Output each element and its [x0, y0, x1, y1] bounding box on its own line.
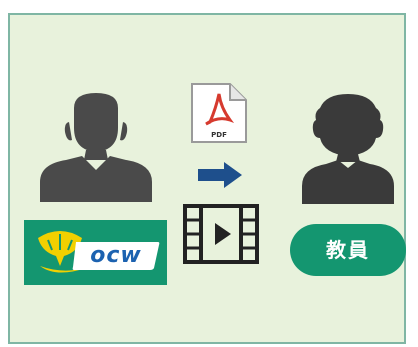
pdf-file-icon: PDF	[191, 83, 247, 143]
ocw-text-backdrop	[72, 242, 160, 270]
arrow-right-icon	[198, 162, 242, 188]
recipient-person-icon	[302, 94, 394, 204]
ginkgo-leaf-icon	[38, 231, 86, 273]
pdf-file-label: PDF	[211, 131, 227, 139]
recipient-role-badge: 教員	[290, 224, 406, 276]
film-strip-play-icon	[183, 204, 259, 264]
ocw-logo-text: ocw	[90, 243, 142, 268]
source-person-icon	[40, 93, 152, 202]
